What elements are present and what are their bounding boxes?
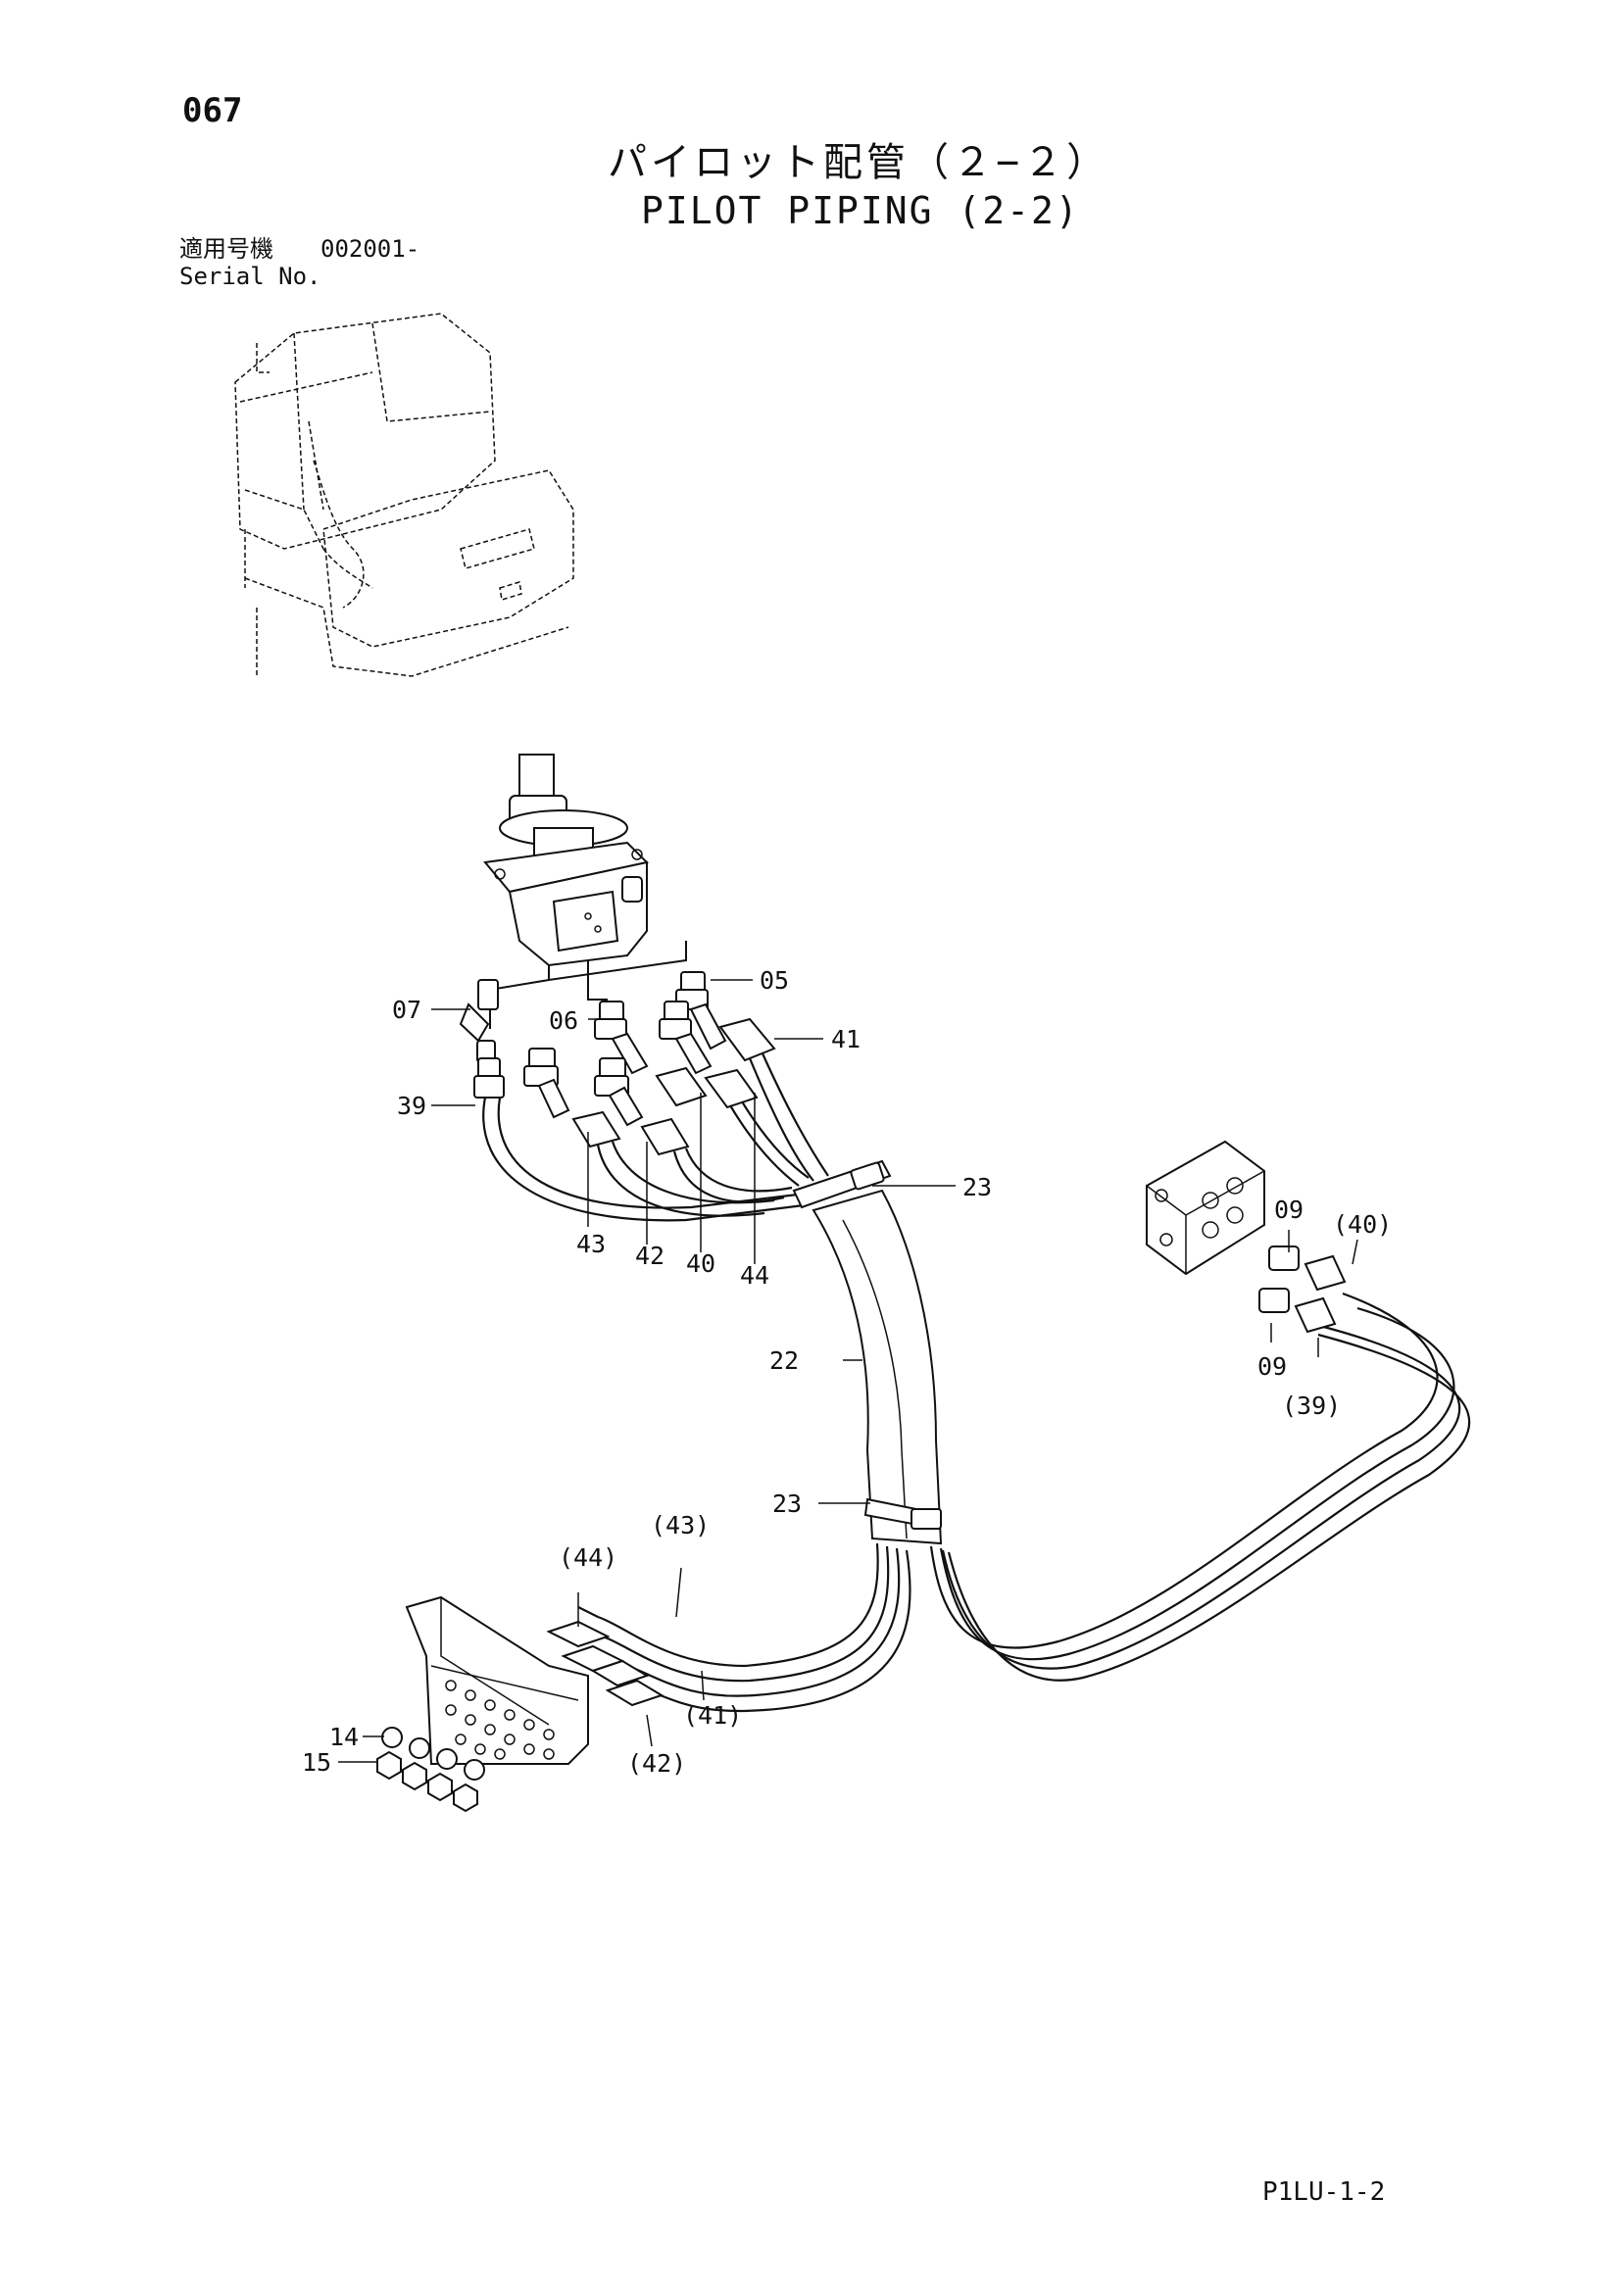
hose-sleeve <box>812 1189 943 1545</box>
page-code: P1LU-1-2 <box>1262 2177 1386 2207</box>
hose-bundle <box>482 1052 829 1222</box>
callout-39-paren: (39) <box>1282 1392 1341 1420</box>
callout-22: 22 <box>769 1346 799 1375</box>
callout-42-paren: (42) <box>627 1749 686 1778</box>
callout-06: 06 <box>549 1006 578 1035</box>
callout-40: 40 <box>686 1249 715 1278</box>
leader-lines <box>338 979 1358 1763</box>
page-number: 067 <box>182 91 243 130</box>
machine-overview-illustration <box>234 313 574 677</box>
callout-43-paren: (43) <box>651 1511 710 1539</box>
page-title-english: PILOT PIPING (2-2) <box>641 189 1080 232</box>
control-valve-block <box>1146 1140 1347 1334</box>
serial-label-english: Serial No. <box>179 263 321 290</box>
page-title-japanese: パイロット配管（２−２） <box>608 140 1110 185</box>
serial-number-value: 002001- <box>320 235 420 263</box>
callout-41-paren: (41) <box>683 1701 742 1730</box>
hose-ends <box>571 1017 776 1156</box>
callout-14: 14 <box>329 1723 359 1751</box>
serial-label-japanese: 適用号機 <box>179 235 273 263</box>
callout-44: 44 <box>740 1261 769 1290</box>
callout-23-upper: 23 <box>962 1173 992 1201</box>
valve-fittings <box>459 971 727 1127</box>
callout-07: 07 <box>392 996 421 1024</box>
callout-40-paren: (40) <box>1333 1210 1392 1239</box>
mounting-bracket <box>405 1595 664 1765</box>
callout-43: 43 <box>576 1230 606 1258</box>
callout-15: 15 <box>302 1748 331 1777</box>
pilot-valve <box>483 754 687 1029</box>
callout-44-paren: (44) <box>559 1543 617 1572</box>
callouts: 05 06 07 39 41 43 42 40 44 23 22 23 09 (… <box>302 966 1392 1778</box>
callout-41: 41 <box>831 1025 861 1053</box>
callout-42: 42 <box>635 1242 664 1270</box>
hose-clamps <box>792 1159 943 1531</box>
callout-09-lower: 09 <box>1257 1352 1287 1381</box>
callout-23-lower: 23 <box>772 1490 802 1518</box>
callout-39: 39 <box>397 1092 426 1120</box>
callout-05: 05 <box>760 966 789 995</box>
callout-09-upper: 09 <box>1274 1196 1304 1224</box>
washers-and-nuts <box>376 1727 485 1813</box>
lower-hoses <box>577 1292 1471 1713</box>
